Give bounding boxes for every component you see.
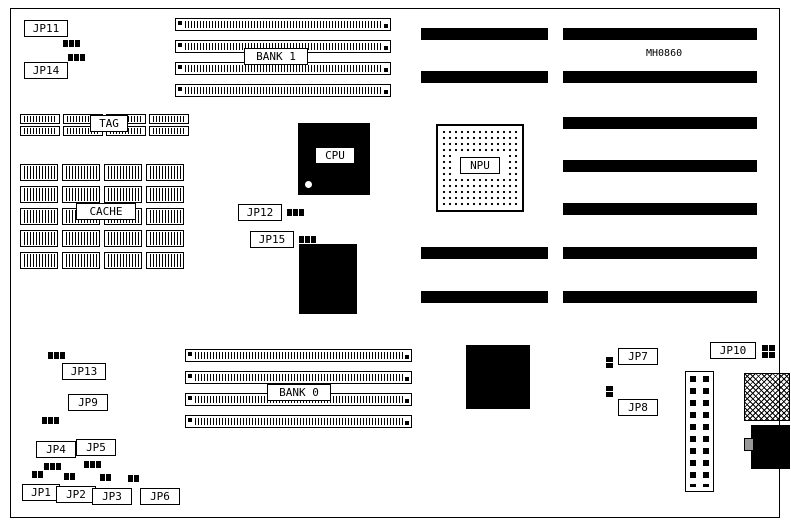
isa-slot bbox=[421, 247, 548, 259]
tag-chip bbox=[149, 114, 189, 124]
tag-chip bbox=[149, 126, 189, 136]
cache-chip bbox=[104, 164, 142, 181]
jp2-jumper-block bbox=[64, 473, 75, 480]
isa-slot bbox=[563, 71, 757, 83]
jp5-label: JP5 bbox=[76, 439, 116, 456]
jp12-label: JP12 bbox=[238, 204, 282, 221]
cache-chip bbox=[146, 208, 184, 225]
isa-slot bbox=[421, 71, 548, 83]
jp6-label: JP6 bbox=[140, 488, 180, 505]
jp8-label: JP8 bbox=[618, 399, 658, 416]
jp5-jumper-block bbox=[84, 461, 101, 468]
bank0-simm-socket bbox=[185, 349, 412, 362]
jp13-label: JP13 bbox=[62, 363, 106, 380]
board-outline bbox=[10, 8, 780, 518]
jp8-jumper-block bbox=[606, 386, 613, 397]
jp10-label: JP10 bbox=[710, 342, 756, 359]
cache-chip bbox=[146, 164, 184, 181]
jp7-label: JP7 bbox=[618, 348, 658, 365]
cache-chip bbox=[62, 186, 100, 203]
bank0-label: BANK 0 bbox=[267, 384, 331, 401]
jp14-jumper-block bbox=[68, 54, 85, 61]
cache-chip bbox=[104, 252, 142, 269]
jp3-label: JP3 bbox=[92, 488, 132, 505]
isa-slot bbox=[563, 160, 757, 172]
jp7-jumper-block bbox=[606, 357, 613, 368]
isa-slot bbox=[563, 117, 757, 129]
isa-slot bbox=[563, 291, 757, 303]
jp9-label: JP9 bbox=[68, 394, 108, 411]
cache-chip bbox=[20, 186, 58, 203]
tag-label: TAG bbox=[90, 115, 128, 132]
isa-slot bbox=[563, 203, 757, 215]
cpu-label: CPU bbox=[315, 147, 355, 164]
speaker-component bbox=[744, 373, 790, 421]
jp3-jumper-block bbox=[100, 474, 111, 481]
jp12-jumper-block bbox=[287, 209, 304, 216]
bank0-simm-socket bbox=[185, 371, 412, 384]
jp14-label: JP14 bbox=[24, 62, 68, 79]
cache-chip bbox=[62, 230, 100, 247]
cache-chip bbox=[104, 230, 142, 247]
jp15-label: JP15 bbox=[250, 231, 294, 248]
keyboard-connector bbox=[744, 425, 790, 469]
tag-chip bbox=[20, 114, 60, 124]
chipset-qfp-chip bbox=[299, 244, 357, 314]
jp6-jumper-block bbox=[128, 475, 139, 482]
cache-chip bbox=[20, 164, 58, 181]
cache-chip bbox=[62, 164, 100, 181]
jp11-jumper-block bbox=[63, 40, 80, 47]
jp4-jumper-block bbox=[44, 463, 61, 470]
isa-slot bbox=[421, 291, 548, 303]
bank1-simm-socket bbox=[175, 84, 391, 97]
tag-chip bbox=[20, 126, 60, 136]
jp2-label: JP2 bbox=[56, 486, 96, 503]
pin-header-connector bbox=[685, 371, 714, 492]
cache-chip bbox=[20, 252, 58, 269]
isa-slot bbox=[563, 247, 757, 259]
isa-slot bbox=[421, 28, 548, 40]
cache-chip bbox=[104, 186, 142, 203]
npu-socket: NPU bbox=[436, 124, 524, 212]
cache-chip bbox=[20, 208, 58, 225]
jp9-jumper-block bbox=[42, 417, 59, 424]
io-qfp-chip bbox=[466, 345, 530, 409]
cache-chip bbox=[146, 252, 184, 269]
bank0-simm-socket bbox=[185, 415, 412, 428]
jp1-jumper-block bbox=[32, 471, 43, 478]
jp11-label: JP11 bbox=[24, 20, 68, 37]
isa-slot bbox=[563, 28, 757, 40]
cache-chip bbox=[146, 230, 184, 247]
cache-chip bbox=[20, 230, 58, 247]
board-part-number: MH0860 bbox=[646, 48, 683, 59]
jp15-jumper-block bbox=[299, 236, 316, 243]
jp13-jumper-block bbox=[48, 352, 65, 359]
jp1-label: JP1 bbox=[22, 484, 60, 501]
bank1-label: BANK 1 bbox=[244, 48, 308, 65]
jp10-jumper-block bbox=[762, 345, 775, 358]
cache-chip bbox=[62, 252, 100, 269]
cache-chip bbox=[146, 186, 184, 203]
npu-label: NPU bbox=[460, 157, 500, 174]
bank1-simm-socket bbox=[175, 18, 391, 31]
cache-label: CACHE bbox=[76, 203, 136, 220]
jp4-label: JP4 bbox=[36, 441, 76, 458]
